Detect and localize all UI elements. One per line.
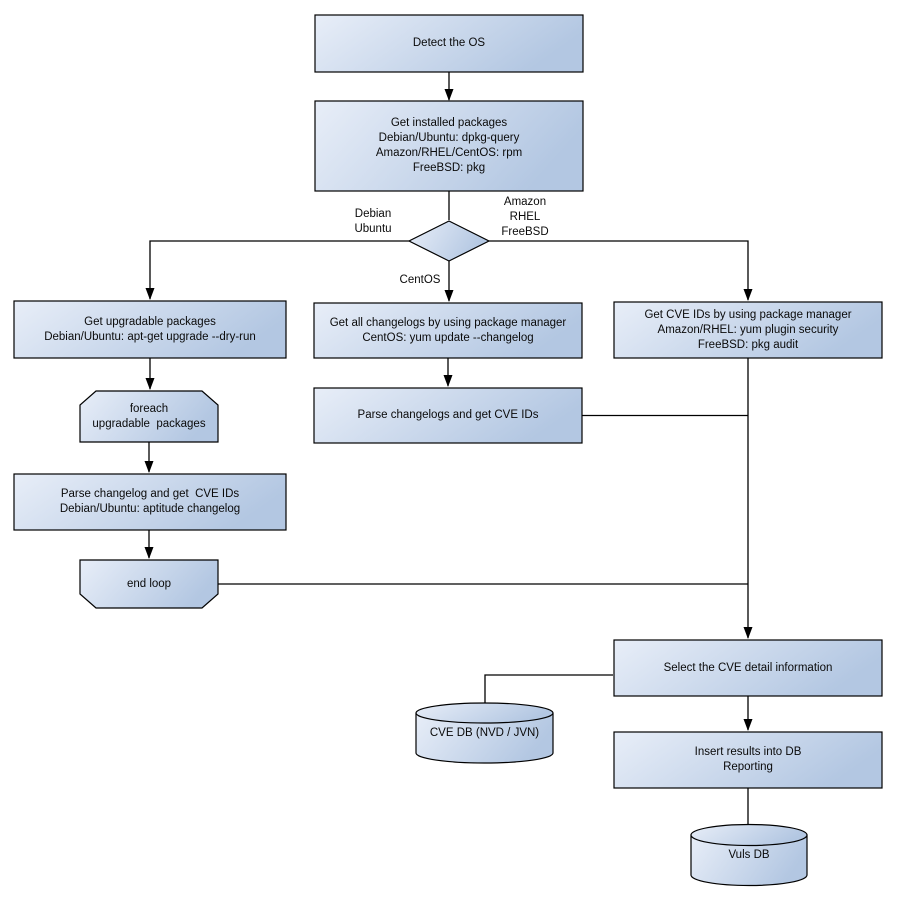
insert-results-box [613, 731, 883, 789]
get-installed-box [314, 100, 584, 192]
edge-branch-to-cveids [489, 240, 753, 301]
cve-db-cylinder-top [415, 702, 554, 724]
edge-branch-to-upgradable [145, 240, 409, 300]
nodes-group [13, 14, 883, 887]
vuls-db-cylinder-body [690, 835, 808, 887]
parse-changelogs-box [313, 387, 583, 444]
select-cve-box [613, 639, 883, 697]
detect-os-box [314, 14, 584, 73]
get-cve-ids-box [613, 301, 883, 359]
cve-db-cylinder-body [415, 713, 554, 764]
edge-cvedb-to-select [484, 674, 613, 703]
os-branch-diamond [407, 220, 491, 262]
get-changelogs-box [313, 302, 583, 359]
vuls-db-cylinder-top [690, 823, 808, 847]
end-loop-shape [79, 559, 219, 609]
get-upgradable-box [13, 300, 287, 359]
foreach-loop-shape [79, 390, 219, 443]
edges-group [144, 72, 753, 825]
parse-changelog-box [13, 473, 287, 531]
